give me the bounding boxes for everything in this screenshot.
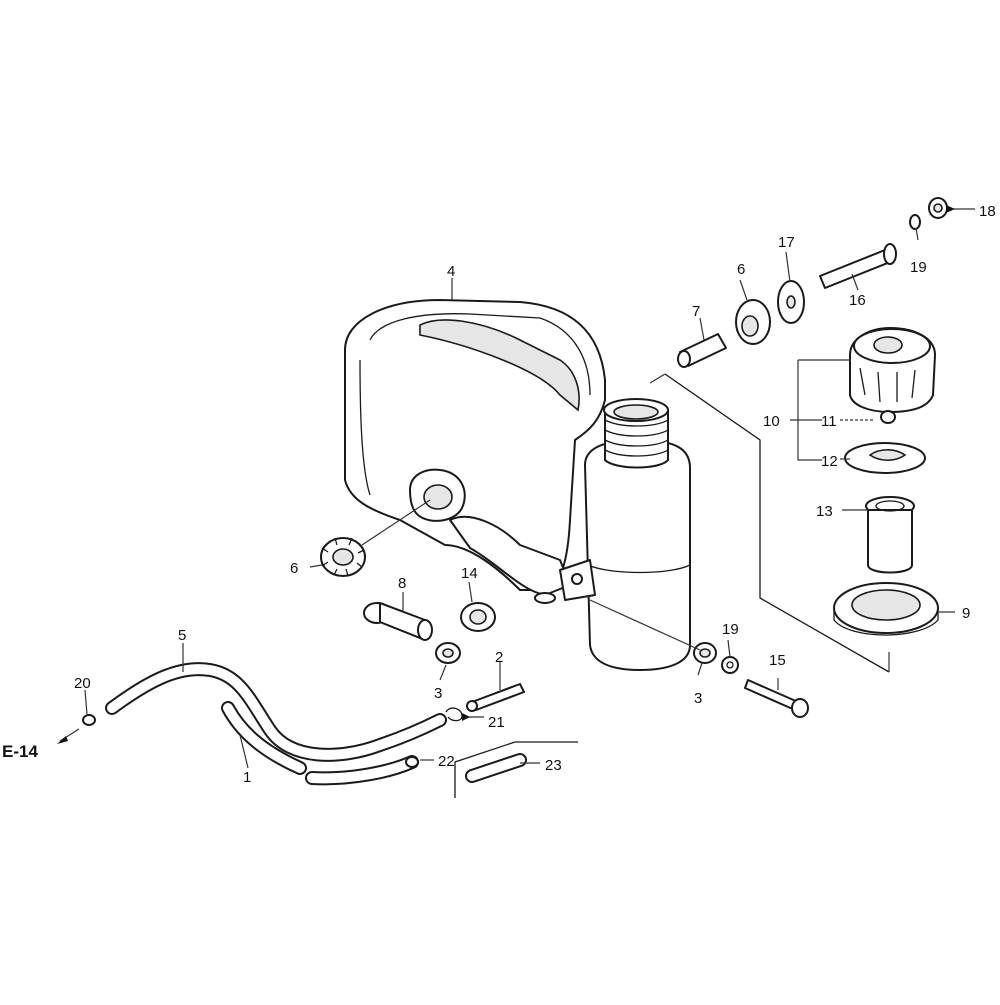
grommet-6-upper (735, 299, 771, 345)
callout-20: 20 (74, 675, 91, 692)
callout-19-lower: 19 (722, 621, 739, 638)
callout-9: 9 (962, 605, 970, 622)
callout-15: 15 (769, 652, 786, 669)
callout-8: 8 (398, 575, 406, 592)
callout-1: 1 (243, 769, 251, 786)
clip-20 (82, 714, 96, 726)
seal-11 (880, 410, 896, 424)
callout-23: 23 (545, 757, 562, 774)
callout-10: 10 (763, 413, 780, 430)
callout-2: 2 (495, 649, 503, 666)
ring-9 (833, 582, 939, 636)
callout-5: 5 (178, 627, 186, 644)
fuel-lines (105, 662, 527, 786)
strainer-13 (865, 496, 915, 574)
joint-8 (363, 602, 433, 641)
tube-7 (677, 333, 727, 368)
oil-tank (344, 299, 606, 604)
callout-3-left: 3 (434, 685, 442, 702)
clip-21 (445, 707, 463, 722)
washer-19-lower (721, 656, 739, 674)
callout-21: 21 (488, 714, 505, 731)
callout-19-upper: 19 (910, 259, 927, 276)
grommet-6-left (320, 537, 366, 577)
callout-22: 22 (438, 753, 455, 770)
filler-neck (559, 398, 691, 671)
callout-17: 17 (778, 234, 795, 251)
grommet-14 (460, 602, 496, 632)
callout-14: 14 (461, 565, 478, 582)
callout-4: 4 (447, 263, 455, 280)
guide-lines (57, 205, 975, 798)
callout-11: 11 (821, 413, 837, 430)
cross-reference-label: E-14 (2, 742, 38, 761)
callout-3-right: 3 (694, 690, 702, 707)
oil-cap-10 (849, 327, 936, 413)
clip-22 (405, 756, 419, 768)
callout-6-upper: 6 (737, 261, 745, 278)
bolt-15 (744, 679, 809, 718)
bolt-16 (819, 243, 897, 289)
callout-18: 18 (979, 203, 996, 220)
callout-7: 7 (692, 303, 700, 320)
nut-3-left (435, 642, 461, 664)
nut-3-right (693, 642, 717, 664)
washer-17 (777, 280, 805, 324)
washer-19-upper (909, 214, 921, 230)
nut-18 (928, 197, 948, 219)
plate-12 (844, 442, 926, 474)
callout-6-left: 6 (290, 560, 298, 577)
callout-13: 13 (816, 503, 833, 520)
callout-16: 16 (849, 292, 866, 309)
bolt-2 (466, 683, 525, 712)
callout-12: 12 (821, 453, 838, 470)
callouts: 1 2 3 3 4 5 6 6 7 8 9 10 11 12 13 14 15 … (2, 203, 996, 786)
